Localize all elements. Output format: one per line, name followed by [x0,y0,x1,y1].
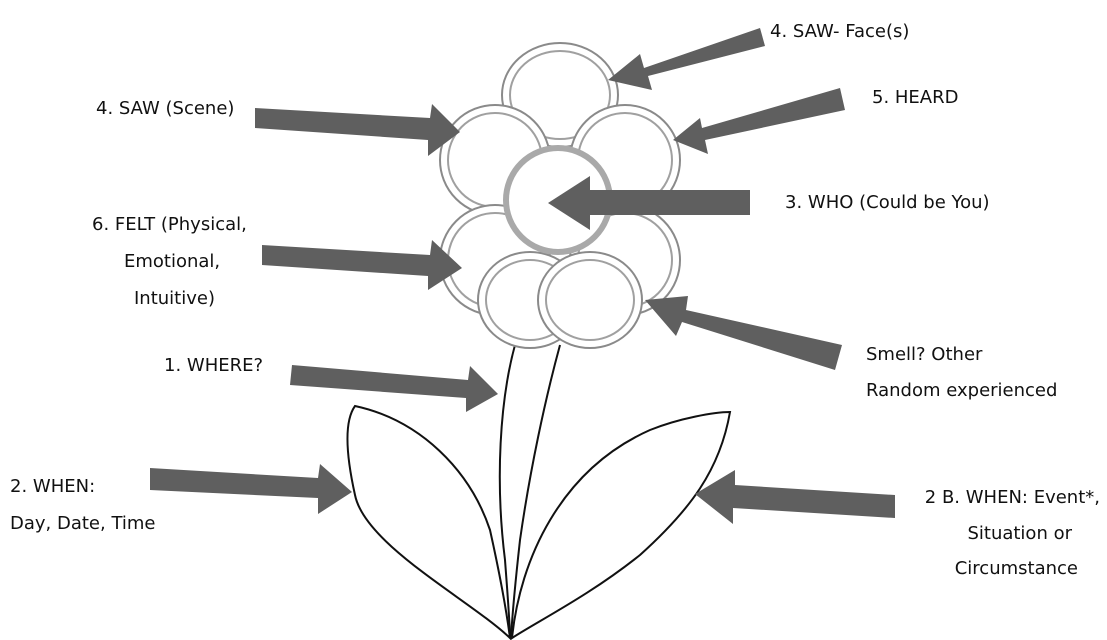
right-leaf [510,410,732,640]
label-when-line1: 2. WHEN: [10,476,95,497]
label-felt-line1: 6. FELT (Physical, [92,214,247,235]
arrow-saw-faces [608,28,765,90]
label-saw-faces: 4. SAW- Face(s) [770,21,909,42]
label-who: 3. WHO (Could be You) [785,192,990,213]
arrow-when-b [695,470,895,524]
arrow-when [150,464,352,514]
label-whenb-line2: Situation or [967,523,1072,544]
label-smell-line2: Random experienced [866,380,1057,401]
arrow-where [290,365,498,412]
arrow-who [548,176,750,230]
arrow-heard [673,88,845,154]
label-smell-line1: Smell? Other [866,344,983,365]
arrows [150,28,895,524]
arrow-felt [262,240,462,290]
label-whenb-line3: Circumstance [955,558,1078,579]
label-saw-scene: 4. SAW (Scene) [96,98,234,119]
arrow-saw-scene [255,104,460,156]
label-where: 1. WHERE? [164,355,263,376]
stem-right-line [510,344,561,639]
label-whenb-line1: 2 B. WHEN: Event*, [925,487,1100,508]
petal-bottom-right [537,251,643,349]
left-leaf [346,404,512,640]
label-felt-line2: Emotional, [124,251,220,272]
label-felt-line3: Intuitive) [134,288,215,309]
stem-left-line [498,344,516,639]
label-when-line2: Day, Date, Time [10,513,156,534]
arrow-smell [645,296,842,370]
label-heard: 5. HEARD [872,87,958,108]
